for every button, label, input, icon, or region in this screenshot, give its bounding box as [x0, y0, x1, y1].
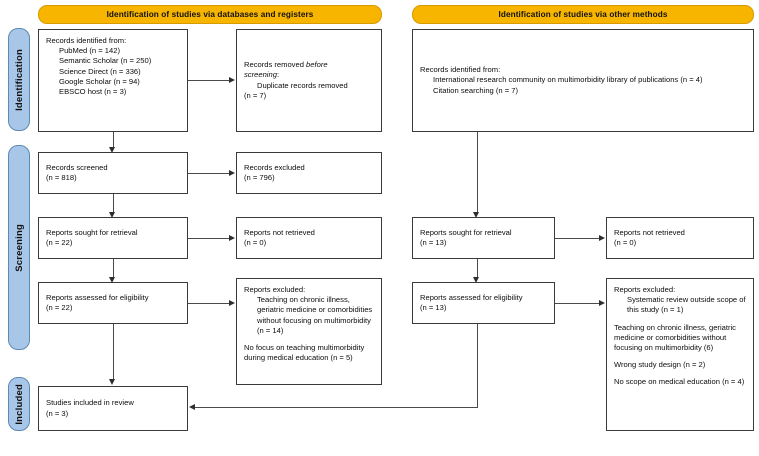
- stage-label-identification-text: Identification: [13, 48, 25, 111]
- node-left-reports-sought: Reports sought for retrieval (n = 22): [38, 217, 188, 259]
- banner-other-methods: Identification of studies via other meth…: [412, 5, 754, 24]
- right-reports-excluded-reason-2: Teaching on chronic illness, geriatric m…: [614, 322, 736, 352]
- left-source-pubmed: PubMed (n = 142): [59, 46, 120, 56]
- stage-label-identification: Identification: [8, 28, 30, 131]
- left-source-science-direct: Science Direct (n = 336): [59, 66, 141, 76]
- node-right-reports-not-retrieved: Reports not retrieved (n = 0): [606, 217, 754, 259]
- left-records-removed-line1-emph: before: [306, 60, 328, 70]
- connector-right-assessed-elbow-vertical: [477, 324, 479, 408]
- left-reports-excluded-reason-2: No focus on teaching multimorbidity duri…: [244, 342, 365, 363]
- left-source-semantic-scholar: Semantic Scholar (n = 250): [59, 56, 152, 66]
- left-records-screened-count: (n = 818): [46, 173, 77, 182]
- connector-left-sought-to-not-retrieved: [188, 238, 230, 240]
- stage-label-included-text: Included: [13, 383, 25, 425]
- left-reports-assessed-label: Reports assessed for eligibility: [46, 292, 149, 302]
- connector-left-identified-to-removed: [188, 80, 230, 82]
- right-reports-assessed-count: (n = 13): [420, 303, 447, 312]
- left-source-ebsco-host: EBSCO host (n = 3): [59, 86, 127, 96]
- node-left-reports-excluded: Reports excluded: Teaching on chronic il…: [236, 278, 382, 385]
- banner-databases-registers-text: Identification of studies via databases …: [106, 10, 314, 19]
- left-reports-not-retrieved-label: Reports not retrieved: [244, 227, 315, 237]
- node-right-reports-assessed: Reports assessed for eligibility (n = 13…: [412, 282, 555, 324]
- right-reports-sought-label: Reports sought for retrieval: [420, 227, 512, 237]
- connector-right-sought-to-assessed: [477, 259, 479, 278]
- node-left-reports-not-retrieved: Reports not retrieved (n = 0): [236, 217, 382, 259]
- connector-right-assessed-to-excluded: [555, 303, 600, 305]
- right-reports-excluded-reason-3: Wrong study design (n = 2): [614, 360, 706, 370]
- node-right-reports-sought: Reports sought for retrieval (n = 13): [412, 217, 555, 259]
- node-left-records-screened: Records screened (n = 818): [38, 152, 188, 194]
- node-studies-included: Studies included in review (n = 3): [38, 386, 188, 431]
- node-left-reports-assessed: Reports assessed for eligibility (n = 22…: [38, 282, 188, 324]
- node-left-records-excluded: Records excluded (n = 796): [236, 152, 382, 194]
- connector-left-sought-to-assessed: [113, 259, 115, 278]
- left-records-removed-line2-tail: :: [276, 70, 280, 80]
- banner-other-methods-text: Identification of studies via other meth…: [498, 10, 668, 19]
- arrowhead-left-sought-to-not-retrieved: [229, 234, 235, 241]
- connector-right-identified-to-sought: [477, 132, 479, 213]
- arrowhead-right-assessed-to-included: [189, 403, 195, 410]
- left-reports-sought-label: Reports sought for retrieval: [46, 227, 138, 237]
- arrowhead-left-assessed-to-included: [109, 379, 116, 385]
- arrowhead-left-identified-to-screened: [109, 147, 116, 153]
- left-records-removed-line1: Records removed before: [244, 60, 374, 70]
- left-records-excluded-label: Records excluded: [244, 162, 305, 172]
- left-source-google-scholar: Google Scholar (n = 94): [59, 76, 140, 86]
- connector-left-assessed-to-included: [113, 324, 115, 380]
- right-source-citation-searching: Citation searching (n = 7): [433, 85, 519, 95]
- left-records-excluded-count: (n = 796): [244, 173, 275, 182]
- right-reports-not-retrieved-label: Reports not retrieved: [614, 227, 685, 237]
- left-records-removed-line1-text: Records removed: [244, 60, 307, 70]
- studies-included-label: Studies included in review: [46, 398, 134, 408]
- right-reports-excluded-reason-4: No scope on medical education (n = 4): [614, 377, 745, 387]
- connector-left-screened-to-excluded: [188, 173, 230, 175]
- left-reports-not-retrieved-count: (n = 0): [244, 238, 267, 247]
- arrowhead-left-sought-to-assessed: [109, 277, 116, 283]
- arrowhead-left-assessed-to-excluded: [229, 299, 235, 306]
- node-right-reports-excluded: Reports excluded: Systematic review outs…: [606, 278, 754, 431]
- banner-databases-registers: Identification of studies via databases …: [38, 5, 382, 24]
- connector-right-assessed-elbow-horizontal: [195, 407, 478, 409]
- left-records-removed-detail-count: (n = 7): [244, 90, 267, 100]
- right-reports-excluded-heading: Reports excluded:: [614, 285, 676, 294]
- left-records-removed-line2: screening:: [244, 70, 374, 80]
- left-reports-sought-count: (n = 22): [46, 238, 73, 247]
- arrowhead-left-screened-to-excluded: [229, 169, 235, 176]
- studies-included-count: (n = 3): [46, 408, 69, 418]
- arrowhead-right-sought-to-assessed: [473, 277, 480, 283]
- arrowhead-right-sought-to-not-retrieved: [599, 234, 605, 241]
- left-reports-excluded-reason-1: Teaching on chronic illness, geriatric m…: [257, 295, 373, 335]
- connector-left-screened-to-sought: [113, 194, 115, 213]
- right-reports-excluded-reason-1: Systematic review outside scope of this …: [627, 295, 746, 315]
- right-reports-sought-count: (n = 13): [420, 238, 447, 247]
- left-records-identified-heading: Records identified from:: [46, 36, 127, 45]
- right-records-identified-heading: Records identified from:: [420, 65, 501, 75]
- stage-label-included: Included: [8, 377, 30, 431]
- right-source-irccm-library: International research community on mult…: [433, 75, 703, 85]
- stage-label-screening-text: Screening: [13, 223, 25, 272]
- node-right-records-identified: Records identified from: International r…: [412, 29, 754, 132]
- left-reports-excluded-heading: Reports excluded:: [244, 285, 306, 294]
- right-reports-assessed-label: Reports assessed for eligibility: [420, 292, 523, 302]
- node-left-records-identified: Records identified from: PubMed (n = 142…: [38, 29, 188, 132]
- left-records-removed-detail: Duplicate records removed: [257, 80, 348, 90]
- node-left-records-removed: Records removed before screening: Duplic…: [236, 29, 382, 132]
- connector-right-sought-to-not-retrieved: [555, 238, 600, 240]
- stage-label-screening: Screening: [8, 145, 30, 350]
- arrowhead-right-assessed-to-excluded: [599, 299, 605, 306]
- arrowhead-right-identified-to-sought: [473, 212, 480, 218]
- connector-left-assessed-to-excluded: [188, 303, 230, 305]
- left-reports-assessed-count: (n = 22): [46, 303, 73, 312]
- right-reports-not-retrieved-count: (n = 0): [614, 238, 637, 247]
- arrowhead-left-screened-to-sought: [109, 212, 116, 218]
- arrowhead-left-identified-to-removed: [229, 76, 235, 83]
- left-records-screened-label: Records screened: [46, 162, 108, 172]
- connector-left-identified-to-screened: [113, 132, 115, 148]
- left-records-removed-line2-emph: screening: [244, 70, 277, 80]
